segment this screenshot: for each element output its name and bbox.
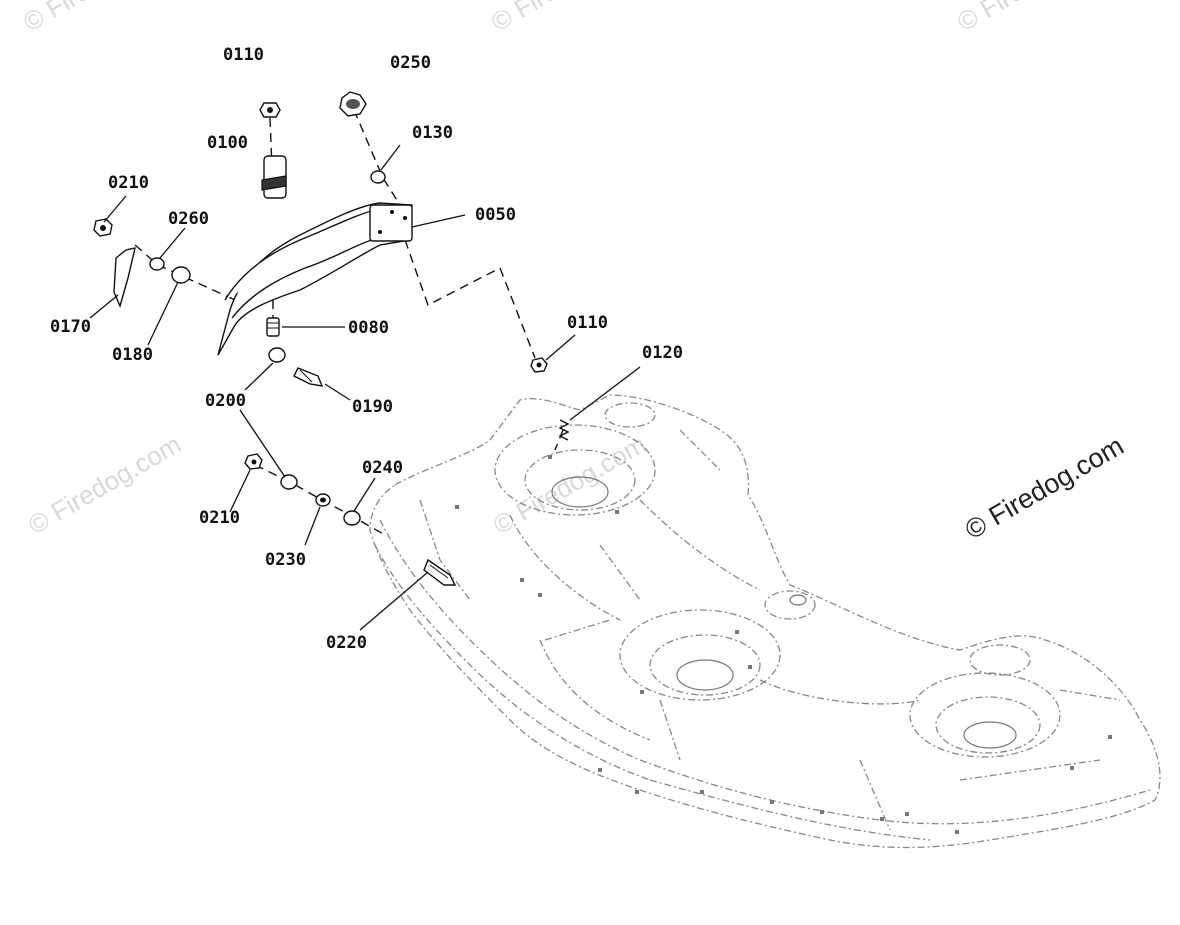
part-label-0110-top: 0110 [223,45,264,65]
shoulder-bolt-icon [266,317,280,337]
bumper-icon [261,155,287,199]
mower-deck [369,394,1161,849]
part-label-0130: 0130 [412,123,453,143]
bolt-icon [293,367,324,387]
spring-icon [558,419,570,441]
part-label-0050: 0050 [475,205,516,225]
part-number-labels: 0110 0250 0130 0100 0210 0260 0050 0170 … [50,45,683,653]
hex-nut-icon [259,102,281,118]
part-label-0210-top: 0210 [108,173,149,193]
knob-icon [339,91,367,117]
part-label-0220: 0220 [326,633,367,653]
label-leaders [89,144,641,631]
hex-nut-icon [244,453,263,470]
part-label-0120: 0120 [642,343,683,363]
flat-washer-icon [343,510,361,526]
hex-nut-icon [530,357,548,373]
part-label-0110-mid: 0110 [567,313,608,333]
part-label-0190: 0190 [352,397,393,417]
part-label-0180: 0180 [112,345,153,365]
flat-washer-icon [171,266,191,284]
part-label-0260: 0260 [168,209,209,229]
carriage-bolt-icon [423,558,457,586]
hex-nut-icon [93,218,113,237]
bracket-icon [113,247,136,309]
washer-icon [370,170,386,184]
watermark-faint-1: © Firedog.com [18,0,181,37]
part-label-0170: 0170 [50,317,91,337]
watermark-faint-2: © Firedog.com [486,0,649,37]
watermark-faint-5: © Firedog.com [488,429,651,540]
spacer-icon [315,493,331,507]
firedog-watermark: © Firedog.com [960,430,1129,545]
part-label-0250: 0250 [390,53,431,73]
part-label-0230: 0230 [265,550,306,570]
watermark-faint-3: © Firedog.com [952,0,1115,37]
lock-washer-icon [149,257,165,271]
flat-washer-icon [268,347,286,363]
part-label-0080: 0080 [348,318,389,338]
part-label-0200: 0200 [205,391,246,411]
part-shapes [93,91,570,586]
discharge-chute-icon [217,202,413,356]
watermark-faint-4: © Firedog.com [23,429,186,540]
flat-washer-icon [280,474,298,490]
part-label-0210-bottom: 0210 [199,508,240,528]
part-label-0240: 0240 [362,458,403,478]
part-label-0100: 0100 [207,133,248,153]
